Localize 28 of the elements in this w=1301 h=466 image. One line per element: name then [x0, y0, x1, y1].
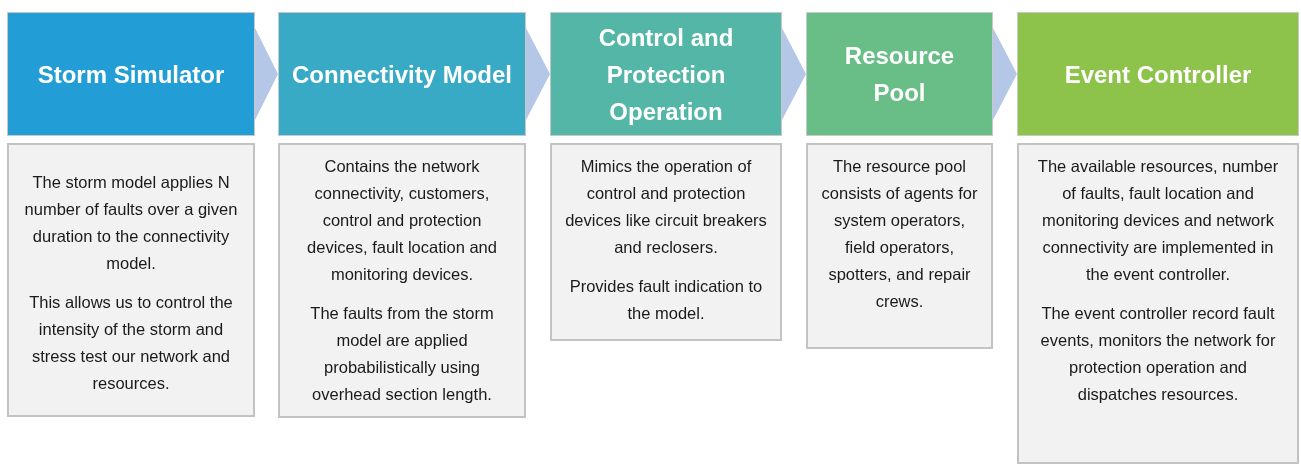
description-text: The event controller record fault events, monitors the network for protection operation and dispatches resources. — [1039, 303, 1277, 405]
header-box — [550, 12, 782, 136]
chevron-arrow — [255, 28, 278, 120]
chevron-arrow — [993, 28, 1017, 120]
header-title: Resource Pool — [843, 41, 956, 108]
description-text: The storm model applies N number of faults over a given duration to the connectivity model. — [23, 172, 239, 274]
description-box — [806, 143, 993, 349]
header-title: Control and Protection Operation — [597, 22, 735, 127]
chevron-arrow — [526, 28, 550, 120]
description-text: This allows us to control the intensity of the storm and stress test our network and resources. — [28, 292, 234, 394]
header-box — [278, 12, 526, 136]
description-text: The faults from the storm model are applied probabilistically using overhead section length. — [309, 303, 495, 405]
header-title: Connectivity Model — [292, 59, 512, 90]
description-box — [7, 143, 255, 417]
description-box — [1017, 143, 1299, 464]
header-box — [1017, 12, 1299, 136]
description-box — [550, 143, 782, 341]
chevron-arrow — [782, 28, 806, 120]
description-text: The resource pool consists of agents for system operators, field operators, spotters, and repair crews. — [820, 156, 979, 312]
description-text: Mimics the operation of control and protection devices like circuit breakers and reclosers. — [564, 156, 768, 258]
description-box — [278, 143, 526, 418]
description-text: Provides fault indication to the model. — [568, 276, 764, 324]
header-box — [806, 12, 993, 136]
header-title: Storm Simulator — [37, 59, 225, 90]
description-text: Contains the network connectivity, customers, control and protection devices, fault location and monitoring devices. — [306, 156, 498, 285]
header-box — [7, 12, 255, 136]
description-text: The available resources, number of faults, fault location and monitoring devices and network connectivity are implemented in the event controller. — [1036, 156, 1280, 285]
header-title: Event Controller — [1064, 59, 1252, 90]
